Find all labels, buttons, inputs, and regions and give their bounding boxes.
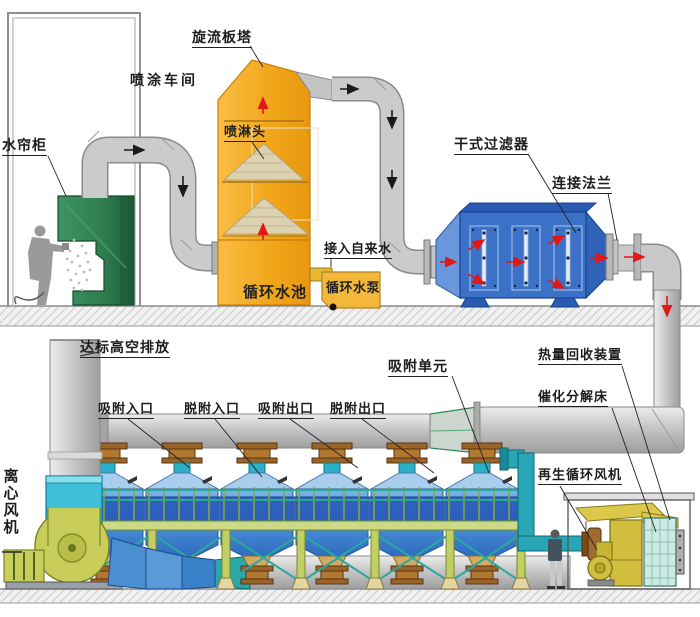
circulating-pump <box>309 267 381 311</box>
label-cyclone-tower: 旋流板塔 <box>192 30 252 49</box>
label-centrifugal-fan: 离心风机 <box>1 468 20 536</box>
label-circulating-pool: 循环水池 <box>243 283 308 301</box>
label-desorption-inlet: 脱附入口 <box>184 402 241 420</box>
label-adsorption-outlet: 吸附出口 <box>258 402 315 420</box>
paint-spray-dots <box>65 238 92 292</box>
dry-filter <box>423 202 642 308</box>
cyclone-plate-tower <box>217 59 333 306</box>
return-pipe-right <box>476 243 685 454</box>
flow-arrows <box>124 83 673 318</box>
leader-lines <box>47 45 671 551</box>
manifold-duct <box>95 401 481 459</box>
label-spray-head: 喷淋头 <box>224 125 267 143</box>
platform-railing <box>69 487 528 531</box>
person <box>547 529 565 589</box>
fan-inlet-elbow <box>107 537 216 590</box>
upper-ground <box>0 305 700 327</box>
label-high-discharge: 达标高空排放 <box>80 340 170 359</box>
label-desorption-outlet: 脱附出口 <box>330 402 387 420</box>
tower-outlet-duct <box>332 76 437 275</box>
label-dry-filter: 干式过滤器 <box>454 137 529 156</box>
lower-ground <box>0 588 700 604</box>
label-catalytic-bed: 催化分解床 <box>538 390 609 408</box>
label-adsorption-inlet: 吸附入口 <box>98 402 155 420</box>
catalytic-unit <box>563 492 695 590</box>
painter-silhouette <box>13 225 69 305</box>
label-connect-flange: 连接法兰 <box>552 176 612 195</box>
label-adsorption-unit: 吸附单元 <box>388 359 448 378</box>
label-regen-fan: 再生循环风机 <box>538 468 623 486</box>
label-water-curtain: 水帘柜 <box>2 138 47 157</box>
emission-stack <box>47 339 103 479</box>
water-curtain-cabinet <box>57 195 135 306</box>
label-heat-recovery: 热量回收装置 <box>538 348 623 366</box>
label-spray-workshop: 喷涂车间 <box>130 73 198 89</box>
label-circulating-pump: 循环水泵 <box>326 281 381 296</box>
label-tap-water: 接入自来水 <box>324 242 392 260</box>
centrifugal-fan <box>2 475 123 590</box>
